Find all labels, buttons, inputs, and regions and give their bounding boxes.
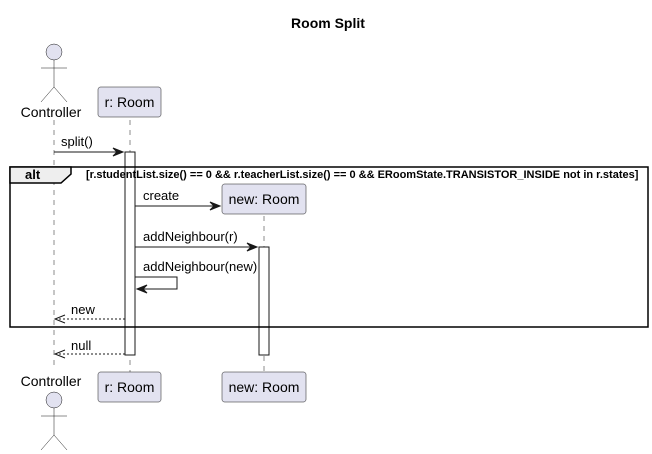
- alt-fragment: alt [r.studentList.size() == 0 && r.teac…: [9, 166, 649, 328]
- message-create: create: [135, 188, 222, 211]
- new-room-label-bottom: new: Room: [229, 379, 300, 395]
- diagram-title: Room Split: [291, 15, 365, 31]
- controller-label-bottom: Controller: [21, 373, 82, 389]
- return-null: null: [53, 338, 125, 359]
- controller-label-top: Controller: [21, 104, 82, 120]
- new-room-label-top: new: Room: [229, 191, 300, 207]
- return-new-label: new: [71, 302, 95, 317]
- controller-actor-top: [40, 43, 68, 103]
- new-room-participant-bottom: new: Room: [221, 371, 307, 403]
- message-split: split(): [54, 134, 125, 157]
- room-participant-bottom: r: Room: [97, 371, 162, 403]
- new-room-activation: [258, 246, 270, 356]
- message-add-neighbour-r-label: addNeighbour(r): [143, 229, 238, 244]
- message-add-neighbour-new: addNeighbour(new): [135, 259, 257, 294]
- room-activation: [124, 151, 136, 356]
- message-add-neighbour-r: addNeighbour(r): [135, 229, 259, 252]
- controller-actor-bottom: [40, 391, 68, 451]
- room-participant-top: r: Room: [97, 86, 162, 118]
- new-room-participant-top: new: Room: [221, 183, 307, 215]
- room-label-top: r: Room: [105, 94, 155, 110]
- message-create-label: create: [143, 188, 179, 203]
- message-add-neighbour-new-label: addNeighbour(new): [143, 259, 257, 274]
- room-label-bottom: r: Room: [105, 379, 155, 395]
- return-null-label: null: [71, 338, 91, 353]
- return-new: new: [53, 302, 125, 324]
- alt-guard: [r.studentList.size() == 0 && r.teacherL…: [86, 169, 639, 181]
- alt-operator: alt: [25, 167, 41, 182]
- message-split-label: split(): [61, 134, 93, 149]
